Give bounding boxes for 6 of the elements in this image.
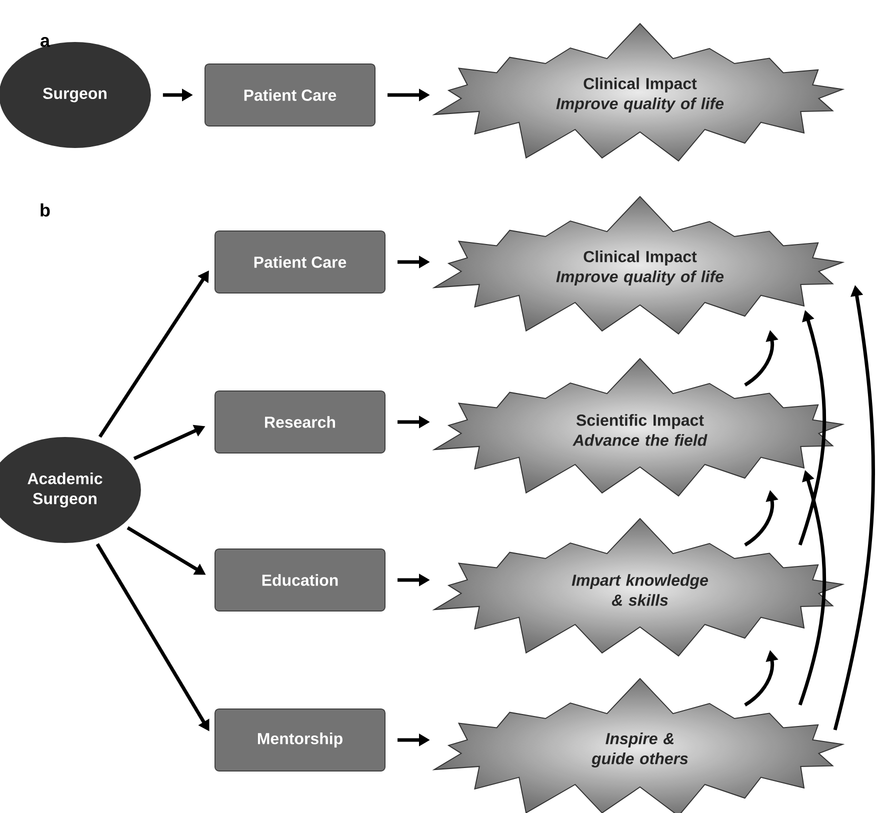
activity-box: Research xyxy=(214,390,386,454)
activity-box: Mentorship xyxy=(214,708,386,772)
panel-letter: b xyxy=(40,203,50,217)
activity-box: Patient Care xyxy=(214,230,386,294)
activity-box: Education xyxy=(214,548,386,612)
activity-box: Patient Care xyxy=(204,64,376,126)
